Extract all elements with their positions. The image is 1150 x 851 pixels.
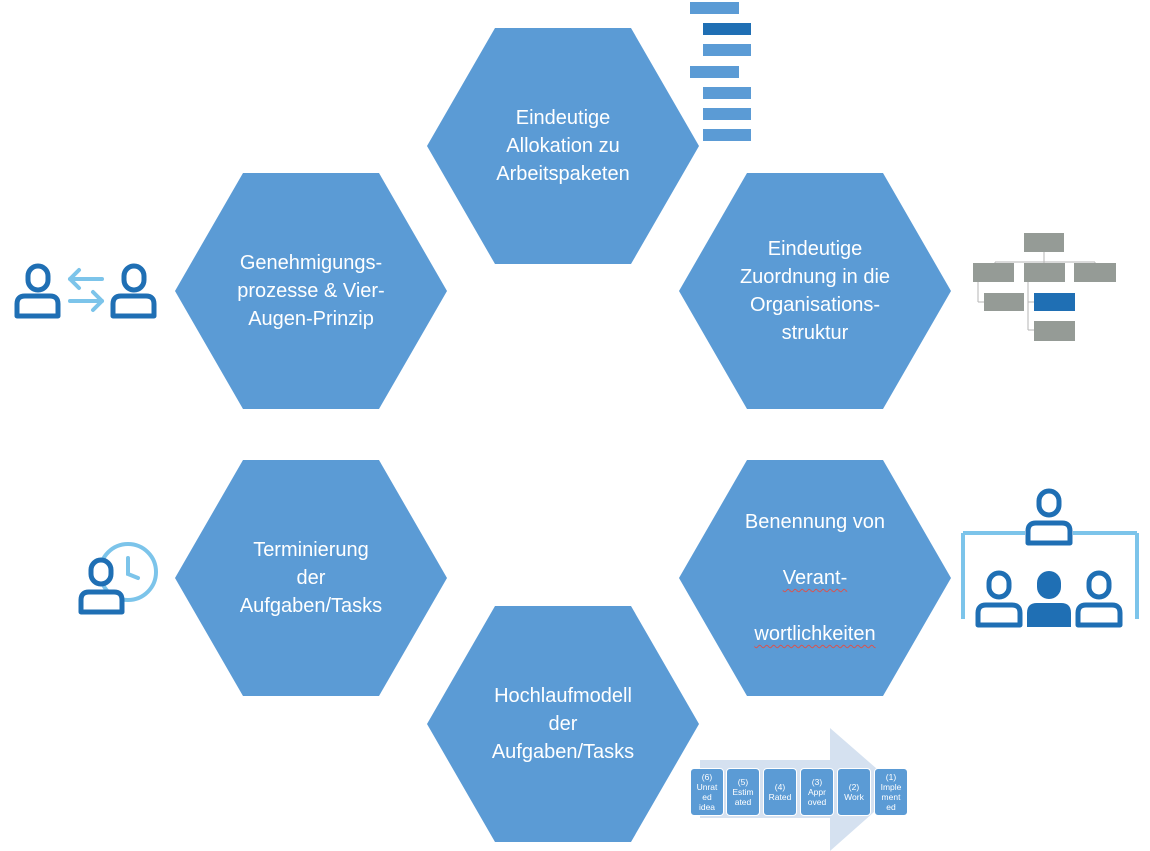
process-step-3: (3) Appr oved: [800, 768, 834, 816]
gantt-bars-icon: [690, 2, 751, 141]
responsibilities-line-1: Benennung von: [744, 511, 886, 533]
user-clock-icon: [78, 542, 158, 615]
hexagon-allocation: Eindeutige Allokation zu Arbeitspaketen: [427, 28, 699, 264]
team-hierarchy-icon: [961, 488, 1139, 628]
org-chart-icon: [973, 233, 1116, 341]
hexagon-org-assignment-label: Eindeutige Zuordnung in die Organisation…: [739, 238, 891, 344]
responsibilities-line-2-text: Verant-: [782, 567, 848, 589]
responsibilities-line-2: Verant-: [720, 564, 910, 592]
hexagon-responsibilities: Benennung von Verant- wortlichkeiten: [679, 460, 951, 696]
user-swap-icon: [14, 263, 157, 319]
hexagon-ramp-up-label: Hochlaufmodell der Aufgaben/Tasks: [491, 685, 635, 763]
hexagon-org-assignment: Eindeutige Zuordnung in die Organisation…: [679, 173, 951, 409]
responsibilities-line-3: wortlichkeiten: [720, 620, 910, 648]
process-step-2: (2) Work: [837, 768, 871, 816]
hexagon-scheduling-label: Terminierung der Aufgaben/Tasks: [239, 539, 383, 617]
hexagon-ramp-up: Hochlaufmodell der Aufgaben/Tasks: [427, 606, 699, 842]
hexagon-approval: Genehmigungs- prozesse & Vier- Augen-Pri…: [175, 173, 447, 409]
hexagon-scheduling: Terminierung der Aufgaben/Tasks: [175, 460, 447, 696]
hexagon-approval-label: Genehmigungs- prozesse & Vier- Augen-Pri…: [237, 252, 385, 330]
responsibilities-line-3-text: wortlichkeiten: [754, 623, 876, 645]
process-step-5: (5) Estim ated: [726, 768, 760, 816]
hexagon-allocation-label: Eindeutige Allokation zu Arbeitspaketen: [496, 107, 630, 185]
process-step-6: (6) Unrat ed idea: [690, 768, 724, 816]
hexagon-responsibilities-label: Benennung von Verant- wortlichkeiten: [720, 480, 910, 676]
process-step-4: (4) Rated: [763, 768, 797, 816]
process-step-1: (1) Imple ment ed: [874, 768, 908, 816]
